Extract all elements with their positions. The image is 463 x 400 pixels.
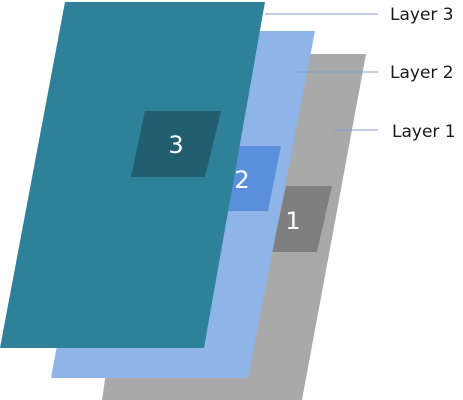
layer-1-label: Layer 1 xyxy=(392,122,456,142)
layer-3-badge xyxy=(131,111,221,177)
layer-3-label: Layer 3 xyxy=(390,5,454,25)
layer-3: 3 xyxy=(0,2,265,348)
layer-2-badge xyxy=(223,146,281,211)
layer-3-badge-number: 3 xyxy=(168,131,183,159)
layer-1-badge-number: 1 xyxy=(285,207,300,235)
layer-2-badge-number: 2 xyxy=(234,166,249,194)
layer-2-label: Layer 2 xyxy=(390,63,454,83)
layer-1-badge xyxy=(272,186,332,252)
